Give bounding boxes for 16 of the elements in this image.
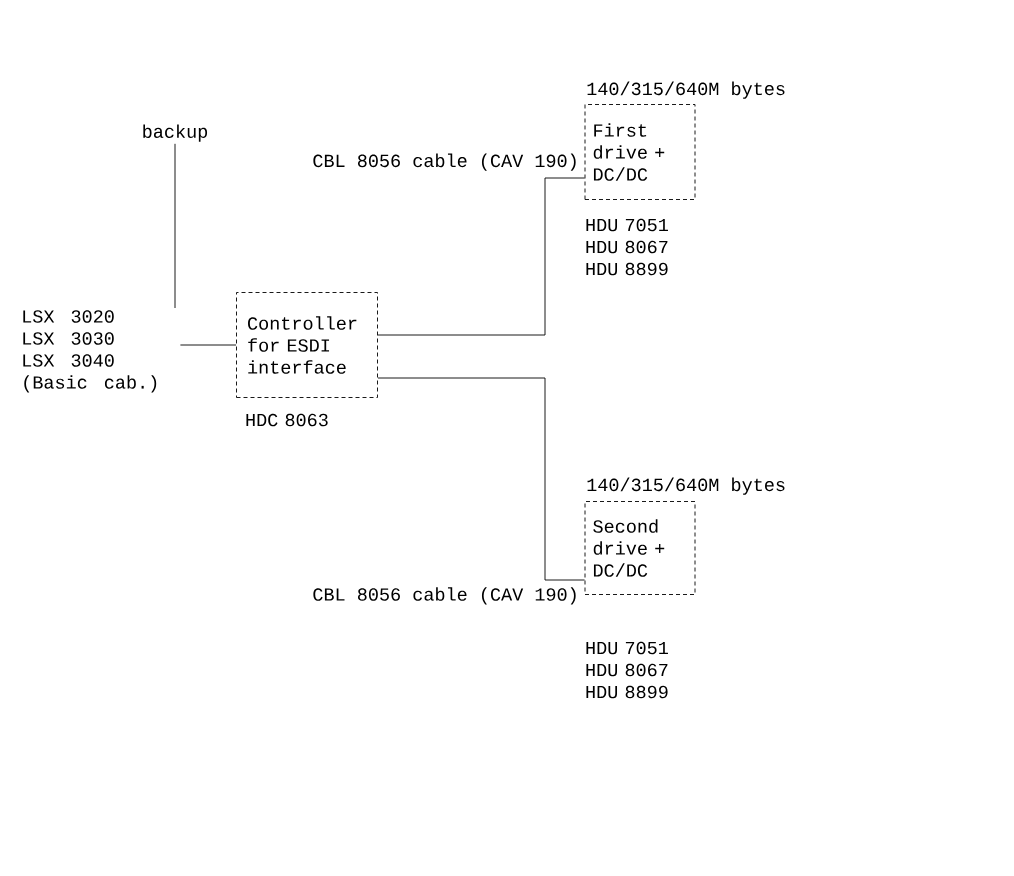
drive-box: Second drive + DC/DC [584, 501, 696, 595]
edge-label: CBL 8056 cable (CAV 190) [311, 586, 580, 606]
connector-line [174, 143, 176, 309]
controller-box: Controller for ESDI interface [236, 292, 378, 398]
label-text: backup [143, 124, 208, 142]
label-text: LSX 3020 LSX 3030 LSX 3040 (Basic cab.) [23, 310, 157, 393]
annotation-text: HDU 7051 HDU 8067 HDU 8899 [586, 218, 668, 276]
connector-line [179, 344, 237, 346]
annotation-text: 140/315/640M bytes [587, 81, 785, 99]
edge-label: CBL 8056 cable (CAV 190) [311, 152, 580, 172]
annotation-text: 140/315/640M bytes [587, 477, 785, 495]
connector-line [377, 377, 585, 581]
annotation-text: HDC 8063 [246, 413, 328, 427]
drive-box: First drive + DC/DC [584, 104, 696, 200]
connector-line [377, 177, 585, 336]
annotation-text: HDU 7051 HDU 8067 HDU 8899 [586, 641, 668, 699]
